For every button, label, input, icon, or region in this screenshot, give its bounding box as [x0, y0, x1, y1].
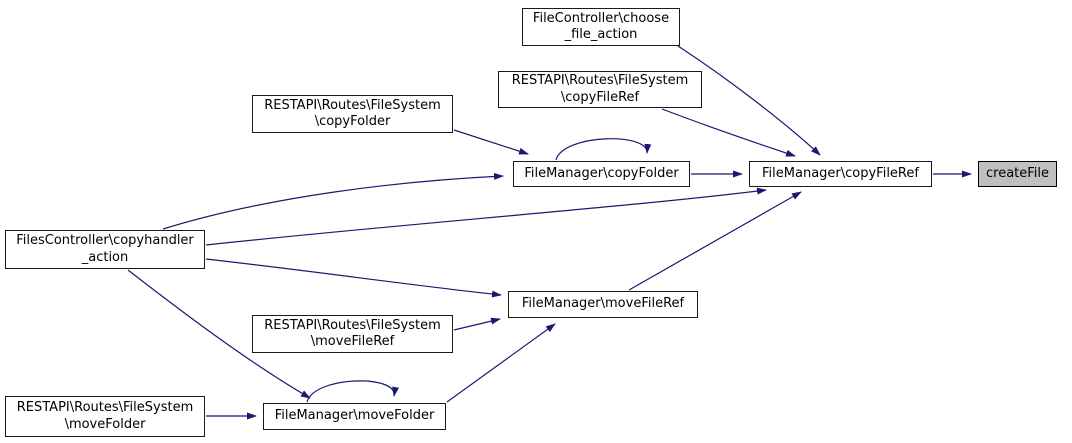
edge-copyhandler-action-to-movefileref: [205, 258, 502, 298]
node-restapi-routes-filesystem-movefolder[interactable]: RESTAPI\Routes\FileSystem \moveFolder: [5, 396, 205, 437]
node-label-line: FileManager\moveFileRef: [521, 296, 685, 312]
node-label-line: FileController\choose: [532, 10, 670, 26]
node-label-line: RESTAPI\Routes\FileSystem: [511, 73, 689, 88]
node-label-line: RESTAPI\Routes\FileSystem: [264, 317, 441, 333]
node-label-line: FileManager\moveFolder: [274, 408, 435, 424]
node-label-line: \moveFileRef: [310, 334, 395, 349]
node-restapi-routes-filesystem-movefileref[interactable]: RESTAPI\Routes\FileSystem \moveFileRef: [252, 315, 453, 353]
node-label-line: _action: [81, 249, 129, 265]
edge-movefolder-self-loop: [306, 380, 400, 403]
edge-restapi-movefileref-to-movefileref: [453, 317, 501, 331]
edge-copyhandler-action-to-copyfolder: [162, 172, 504, 230]
edge-copyhandler-action-to-movefolder: [127, 269, 311, 399]
edge-restapi-copyfileref-to-copyfileref: [661, 108, 796, 157]
node-createfile-current: createFile: [978, 161, 1057, 187]
node-filescontroller-copyhandler-action[interactable]: FilesController\copyhandler _action: [5, 230, 205, 269]
edge-copyfolder-self-loop: [555, 138, 652, 161]
edge-movefileref-to-copyfileref: [628, 191, 802, 291]
node-label-line: RESTAPI\Routes\FileSystem: [16, 400, 194, 415]
edge-copyhandler-action-to-copyfileref: [205, 187, 767, 246]
node-restapi-routes-filesystem-copyfolder[interactable]: RESTAPI\Routes\FileSystem \copyFolder: [252, 95, 453, 133]
node-label-line: \copyFileRef: [560, 89, 640, 105]
node-filemanager-copyfileref[interactable]: FileManager\copyFileRef: [749, 161, 932, 187]
node-label-line: \moveFolder: [64, 416, 146, 432]
node-label-line: FileManager\copyFolder: [524, 165, 679, 181]
node-restapi-routes-filesystem-copyfileref[interactable]: RESTAPI\Routes\FileSystem \copyFileRef: [498, 71, 702, 108]
node-label-line: \copyFolder: [314, 114, 391, 129]
node-label-line: FileManager\copyFileRef: [762, 165, 919, 181]
node-label-line: RESTAPI\Routes\FileSystem: [264, 97, 441, 113]
node-filemanager-movefileref[interactable]: FileManager\moveFileRef: [508, 291, 698, 318]
edge-restapi-copyfolder-to-copyfolder: [453, 129, 529, 155]
node-label-line: FilesController\copyhandler: [16, 233, 194, 248]
edge-movefolder-to-movefileref: [446, 323, 556, 403]
node-label-line: _file_action: [564, 27, 638, 42]
node-label-line: createFile: [985, 165, 1050, 181]
node-filemanager-copyfolder[interactable]: FileManager\copyFolder: [513, 161, 690, 187]
node-filemanager-movefolder[interactable]: FileManager\moveFolder: [263, 403, 446, 430]
edge-choose-file-action-to-copyfileref: [677, 45, 821, 156]
node-file-controller-choose-file-action[interactable]: FileController\choose _file_action: [522, 8, 680, 46]
